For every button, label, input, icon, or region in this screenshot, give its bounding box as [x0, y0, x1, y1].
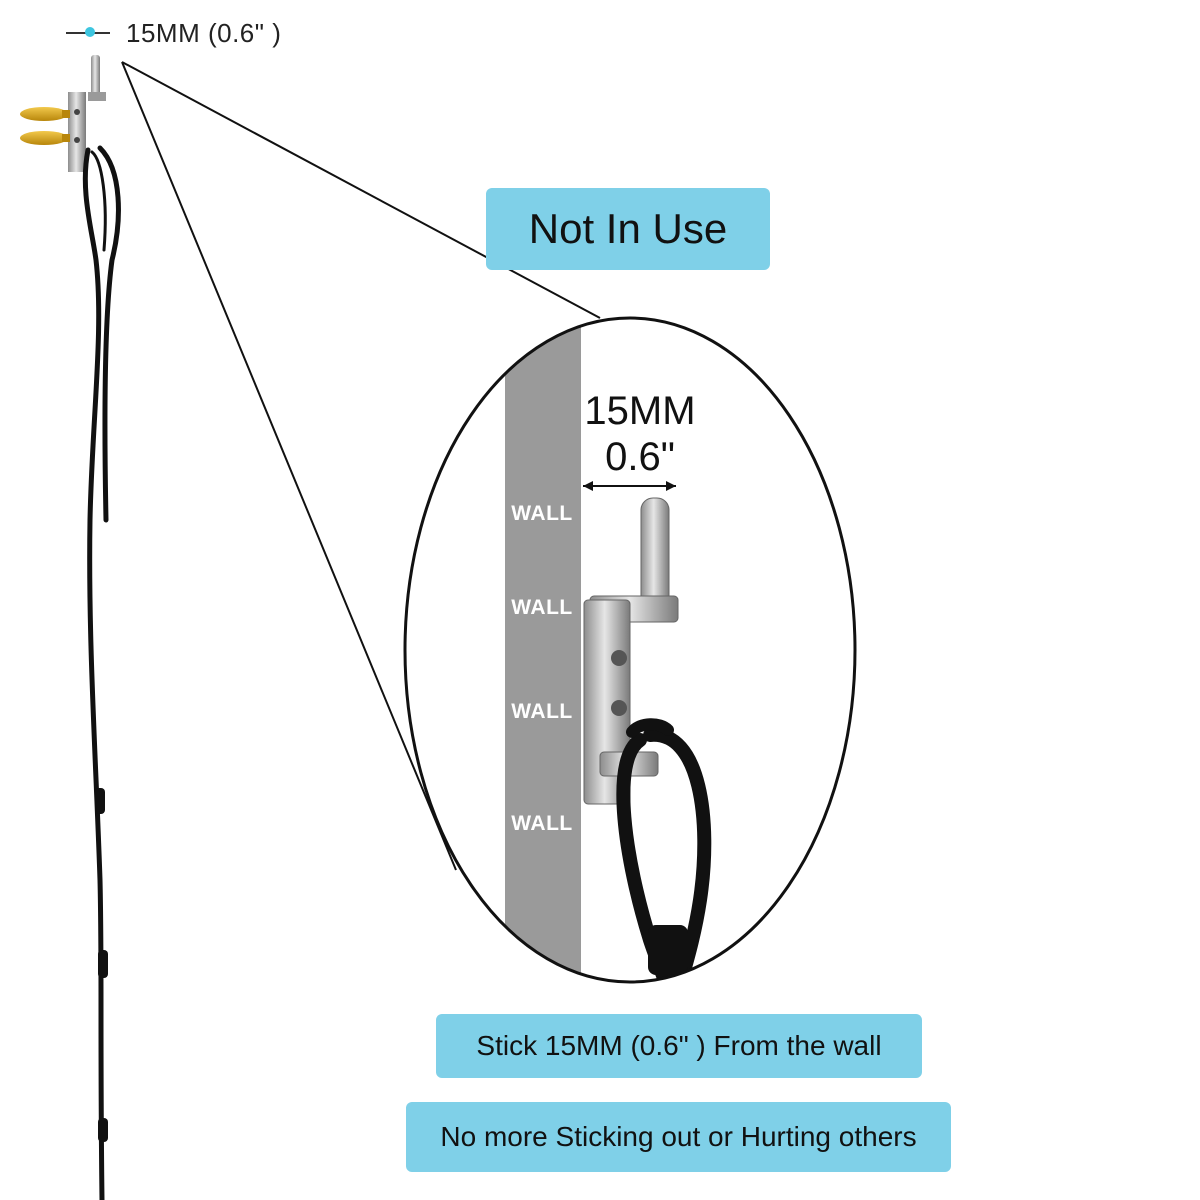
zoom-oval-border	[403, 316, 857, 984]
zoom-dimension-mm: 15MM	[584, 389, 696, 433]
wall-label: WALL	[511, 700, 573, 723]
wall-strip	[505, 318, 581, 982]
wall-label: WALL	[511, 596, 573, 619]
zoom-dimension-inch: 0.6"	[605, 435, 675, 479]
brass-screws	[20, 107, 70, 145]
small-hook	[68, 55, 106, 172]
stick-distance-badge: Stick 15MM (0.6" ) From the wall	[436, 1014, 922, 1078]
top-dimension-label: 15MM (0.6" )	[126, 18, 282, 48]
wall-label: WALL	[511, 812, 573, 835]
large-hook	[583, 497, 679, 805]
hanging-cord	[82, 145, 121, 1200]
no-sticking-out-badge: No more Sticking out or Hurting others	[406, 1102, 951, 1172]
wall-label: WALL	[511, 502, 573, 525]
zoom-view	[405, 318, 855, 982]
top-dimension-marker	[66, 27, 110, 37]
zoom-lines	[121, 61, 601, 871]
not-in-use-badge: Not In Use	[486, 188, 770, 270]
